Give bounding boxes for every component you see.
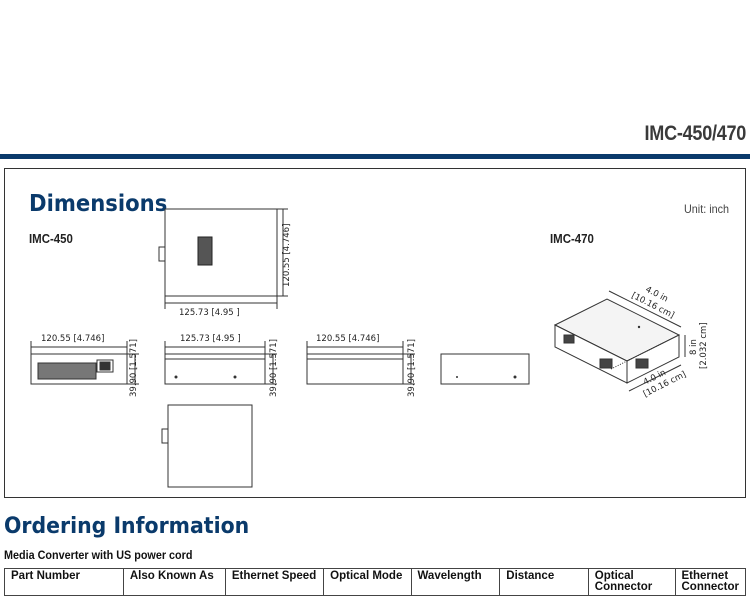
header-rule [0, 154, 750, 159]
imc450-back-height: 39.90 [1.571] [407, 339, 417, 397]
imc450-front-height: 39.90 [1.571] [129, 339, 139, 397]
imc450-bottom-view [167, 404, 253, 488]
imc450-top-height: 120.55 [4.746] [282, 224, 292, 287]
ordering-heading: Ordering Information [4, 514, 250, 539]
col-distance: Distance [499, 568, 589, 596]
imc450-top-width: 125.73 [4.95 ] [179, 308, 240, 318]
table-caption: Media Converter with US power cord [4, 548, 193, 562]
dimensions-panel: Dimensions Unit: inch IMC-450 IMC-470 [4, 168, 746, 498]
col-ethernet-speed: Ethernet Speed [224, 568, 325, 596]
ordering-table: Part Number Also Known As Ethernet Speed… [4, 568, 746, 596]
imc470-iso-view [553, 290, 686, 392]
imc450-front-width: 120.55 [4.746] [41, 334, 104, 344]
imc450-side-height: 39.90 [1.571] [269, 339, 279, 397]
imc450-top-tab [158, 246, 166, 262]
table-header-row: Part Number Also Known As Ethernet Speed… [4, 568, 746, 596]
col-ethernet-connector: Ethernet Connector [674, 568, 746, 596]
col-also-known-as: Also Known As [122, 568, 226, 596]
imc450-top-view [164, 208, 278, 297]
dimension-drawings: 120.55 [4.746] 125.73 [4.95 ] 120.55 [4.… [30, 208, 709, 488]
imc450-end-view [440, 353, 530, 385]
imc450-back-width: 120.55 [4.746] [316, 334, 379, 344]
col-part-number: Part Number [4, 568, 124, 596]
imc450-label: IMC-450 [29, 231, 73, 246]
col-optical-connector: Optical Connector [587, 568, 676, 596]
imc450-top-port [197, 236, 213, 266]
imc470-height: 8 in [689, 339, 699, 355]
unit-label: Unit: inch [683, 202, 729, 216]
col-wavelength: Wavelength [410, 568, 501, 596]
imc470-label: IMC-470 [550, 231, 594, 246]
imc450-side-width: 125.73 [4.95 ] [180, 334, 241, 344]
col-optical-mode: Optical Mode [323, 568, 412, 596]
imc470-height-cm: [2.032 cm] [699, 322, 709, 369]
model-title: IMC-450/470 [644, 122, 746, 145]
dimensions-heading: Dimensions [29, 191, 168, 217]
